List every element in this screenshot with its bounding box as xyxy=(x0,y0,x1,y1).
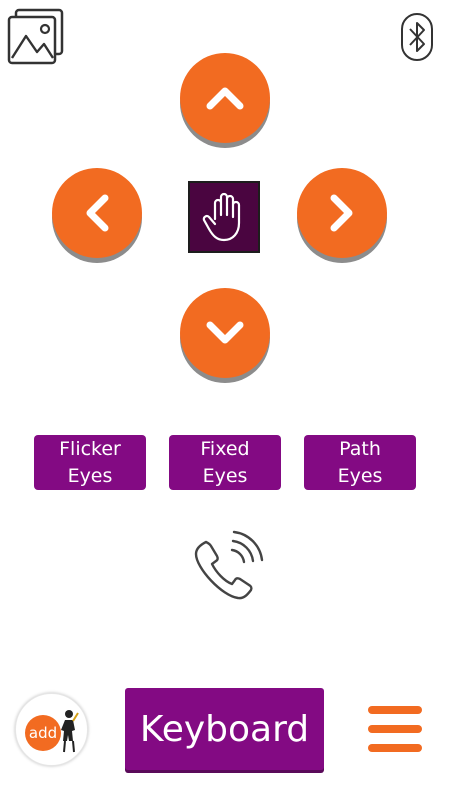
phone-calling-icon xyxy=(194,530,264,600)
hamburger-menu-icon xyxy=(368,725,422,733)
flicker-eyes-label: Flicker Eyes xyxy=(59,437,121,487)
move-down-button[interactable] xyxy=(180,288,270,378)
menu-button[interactable] xyxy=(367,706,423,752)
gallery-button[interactable] xyxy=(6,8,66,66)
keyboard-button[interactable]: Keyboard xyxy=(125,688,324,770)
move-right-button[interactable] xyxy=(297,168,387,258)
bluetooth-button[interactable] xyxy=(400,12,434,62)
chevron-right-icon xyxy=(330,194,353,232)
path-eyes-label: Path Eyes xyxy=(337,437,383,487)
add-label: add xyxy=(28,724,58,742)
chevron-left-icon xyxy=(86,194,109,232)
add-badge: add xyxy=(25,715,61,751)
flicker-eyes-button[interactable]: Flicker Eyes xyxy=(34,435,146,490)
call-button[interactable] xyxy=(188,530,264,606)
bluetooth-icon xyxy=(401,13,433,61)
person-figure-icon xyxy=(61,710,79,753)
hand-stop-icon xyxy=(202,192,241,242)
path-eyes-button[interactable]: Path Eyes xyxy=(304,435,416,490)
stop-button[interactable] xyxy=(188,181,260,253)
move-left-button[interactable] xyxy=(52,168,142,258)
move-up-button[interactable] xyxy=(180,53,270,143)
hamburger-menu-icon xyxy=(368,706,422,714)
keyboard-label: Keyboard xyxy=(139,708,310,750)
image-gallery-icon xyxy=(7,8,64,65)
chevron-up-icon xyxy=(206,87,244,110)
fixed-eyes-label: Fixed Eyes xyxy=(200,437,250,487)
add-button[interactable]: add xyxy=(15,693,88,766)
fixed-eyes-button[interactable]: Fixed Eyes xyxy=(169,435,281,490)
chevron-down-icon xyxy=(206,321,244,344)
hamburger-menu-icon xyxy=(368,744,422,752)
